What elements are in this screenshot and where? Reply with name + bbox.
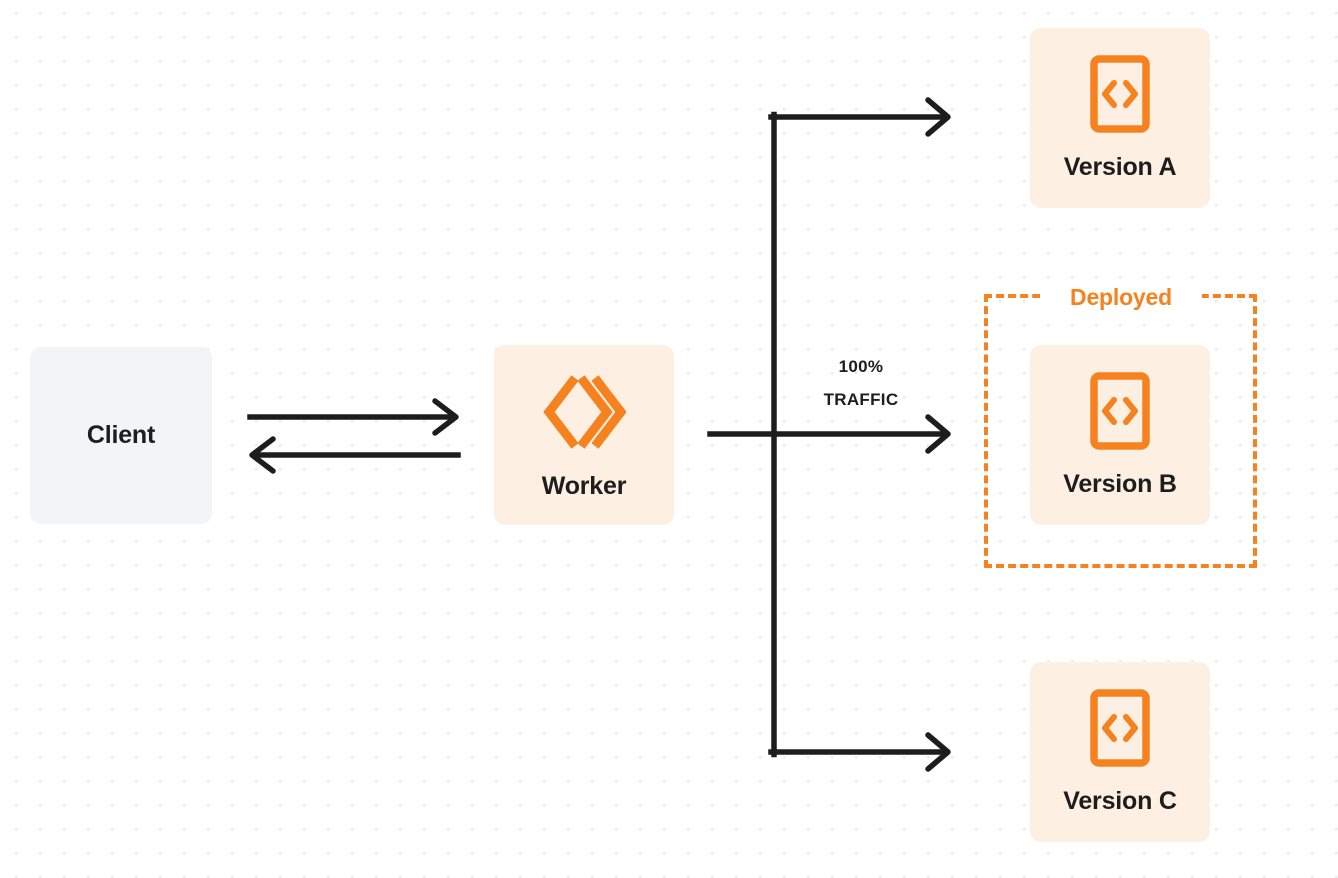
traffic-word: TRAFFIC <box>823 390 899 409</box>
version-b-node[interactable]: Version B <box>1030 345 1210 525</box>
client-node[interactable]: Client <box>30 347 212 524</box>
version-a-node[interactable]: Version A <box>1030 28 1210 208</box>
arrowhead-version-a <box>925 97 951 137</box>
client-label: Client <box>86 421 156 449</box>
arrowhead-version-c <box>925 732 951 772</box>
version-a-label: Version A <box>1063 152 1177 181</box>
code-file-icon <box>1090 371 1150 450</box>
cloudflare-workers-logo-icon <box>542 370 626 454</box>
version-c-node[interactable]: Version C <box>1030 662 1210 842</box>
traffic-annotation: 100% TRAFFIC <box>786 350 936 416</box>
code-file-icon <box>1090 688 1150 767</box>
code-file-icon <box>1090 54 1150 133</box>
traffic-percent: 100% <box>838 357 884 376</box>
deployed-group-label: Deployed <box>1040 284 1202 310</box>
arrow-client-to-worker <box>247 398 459 436</box>
worker-node[interactable]: Worker <box>494 345 674 525</box>
version-b-label: Version B <box>1063 469 1177 498</box>
arrowhead-version-b <box>925 414 951 454</box>
version-c-label: Version C <box>1063 786 1177 815</box>
arrow-worker-to-versions-trunk <box>707 111 945 758</box>
arrow-worker-to-client <box>249 436 461 474</box>
worker-label: Worker <box>541 471 627 500</box>
